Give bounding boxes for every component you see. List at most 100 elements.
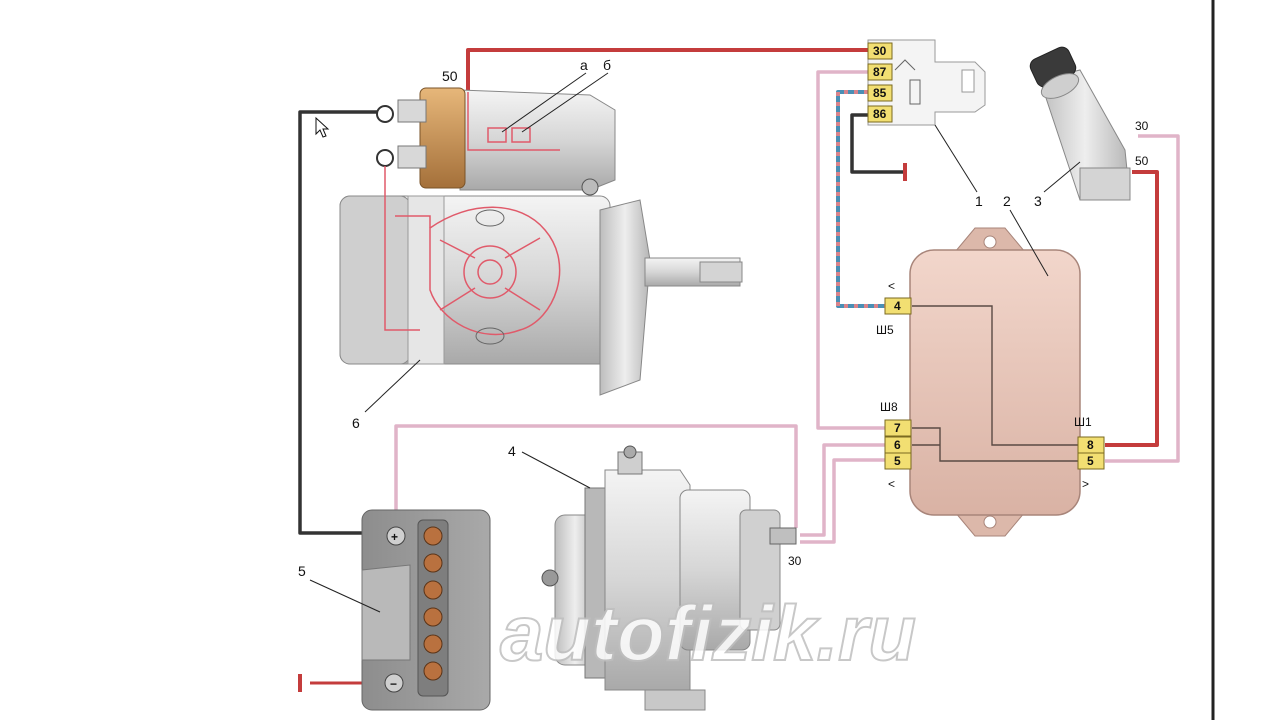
connector-pin — [1077, 452, 1105, 470]
battery-negative-label: − — [390, 677, 397, 691]
battery-negative-terminal — [384, 673, 404, 693]
battery-cap — [423, 634, 443, 654]
wire-black-relay-ground — [850, 113, 905, 174]
switch-terminal-50-label: 50 — [1135, 154, 1149, 168]
battery-cell-caps — [423, 526, 443, 681]
relay-pin — [867, 42, 893, 60]
connector-arrow: < — [888, 279, 895, 293]
leader-switch — [1043, 161, 1081, 193]
relay-pin — [867, 84, 893, 102]
connector-pin-label: 4 — [894, 299, 901, 313]
battery-cap — [423, 526, 443, 546]
wire-pink-battery-generator — [394, 424, 798, 532]
battery-cap — [423, 553, 443, 573]
leader-regulator — [1009, 209, 1049, 277]
starter-end-cap — [339, 195, 411, 365]
battery-positive-label: + — [391, 530, 398, 544]
starter-field-screw-top — [475, 209, 505, 227]
terminal-ring-bottom — [376, 149, 394, 167]
solenoid-terminal-bottom — [397, 145, 427, 169]
leader-a — [501, 72, 587, 133]
wire-red-starter-relay — [466, 48, 868, 92]
relay-number-label: 1 — [975, 193, 983, 209]
battery-cap — [423, 580, 443, 600]
voltage-regulator — [909, 227, 1081, 537]
generator — [541, 445, 797, 711]
regulator-top-hole — [983, 235, 997, 249]
battery: + − — [361, 509, 491, 711]
leader-b — [521, 72, 609, 133]
starter-internal-overlay — [384, 92, 561, 336]
connector-sh1-label: Ш1 — [1074, 415, 1092, 429]
mouse-cursor-icon — [315, 116, 330, 138]
relay-pin — [867, 105, 893, 123]
starter-shaft-tip — [699, 261, 743, 283]
connector-pin-label: 6 — [894, 438, 901, 452]
relay-pin-label: 85 — [873, 86, 887, 100]
wire-blue-relay-sh5 — [836, 90, 885, 308]
switch-number-label: 3 — [1034, 193, 1042, 209]
starter-terminal-label: 50 — [442, 68, 458, 84]
regulator-bottom-hole — [983, 515, 997, 529]
connector-arrow: < — [888, 477, 895, 491]
regulator-number-label: 2 — [1003, 193, 1011, 209]
leader-relay — [934, 124, 978, 193]
battery-number-label: 5 — [298, 563, 306, 579]
battery-positive-terminal — [386, 526, 406, 546]
connector-sh5-label: Ш5 — [876, 323, 894, 337]
relay-coil — [909, 79, 921, 105]
watermark: autofizik.ru — [500, 589, 916, 677]
leader-generator — [521, 451, 591, 489]
generator-terminal-label: 30 — [788, 554, 802, 568]
battery-cap — [423, 661, 443, 681]
terminal-ring-top — [376, 105, 394, 123]
generator-lower-ear — [644, 689, 706, 711]
wire-black-battery-starter — [298, 110, 396, 535]
generator-number-label: 4 — [508, 443, 516, 459]
connector-pin — [884, 452, 912, 470]
connector-pin — [884, 419, 912, 437]
connector-sh5: < 4 Ш5 — [876, 279, 912, 337]
ignition-switch — [1029, 46, 1131, 201]
solenoid-terminal-top — [397, 99, 427, 123]
wire-pink-sh8-generator-2 — [800, 458, 885, 544]
wire-pink-switch-sh1 — [1105, 134, 1180, 463]
relay-b-label: б — [603, 57, 611, 73]
relay: 30 87 85 86 — [867, 39, 986, 126]
relay-pin-group: 30 87 85 86 — [867, 42, 893, 123]
wire-pink-relay-sh8 — [816, 70, 885, 430]
wire-red-switch-sh1 — [1105, 170, 1159, 447]
relay-mount-slot — [961, 69, 975, 93]
battery-label-panel — [361, 564, 411, 661]
starter-field-screw-bottom — [475, 327, 505, 345]
solenoid-brass-cap — [419, 87, 466, 189]
connector-pin-label: 5 — [894, 454, 901, 468]
relay-housing — [867, 39, 986, 126]
connector-sh8: Ш8 7 6 5 < — [880, 400, 912, 491]
starter-solenoid — [459, 89, 616, 191]
relay-pin-label: 86 — [873, 107, 887, 121]
connector-arrow: > — [1082, 477, 1089, 491]
generator-shaft-nut — [541, 569, 559, 587]
relay-contact — [894, 59, 916, 71]
connector-pin-label: 8 — [1087, 438, 1094, 452]
generator-mount-bolt — [623, 445, 637, 459]
switch-connector — [1079, 167, 1131, 201]
switch-terminal-30-label: 30 — [1135, 119, 1149, 133]
relay-pin — [867, 63, 893, 81]
battery-cap — [423, 607, 443, 627]
connector-pin-label: 7 — [894, 421, 901, 435]
starter-band — [407, 195, 445, 365]
starter-number-label: 6 — [352, 415, 360, 431]
starter — [339, 87, 743, 396]
leader-starter — [364, 359, 421, 413]
regulator-internal-trace — [912, 305, 1078, 446]
leader-battery — [309, 579, 381, 613]
starter-bolt — [581, 178, 599, 196]
connector-pin-label: 5 — [1087, 454, 1094, 468]
starter-nose — [599, 199, 651, 396]
relay-pin-label: 30 — [873, 44, 887, 58]
wire-pink-sh8-generator-1 — [800, 443, 885, 537]
